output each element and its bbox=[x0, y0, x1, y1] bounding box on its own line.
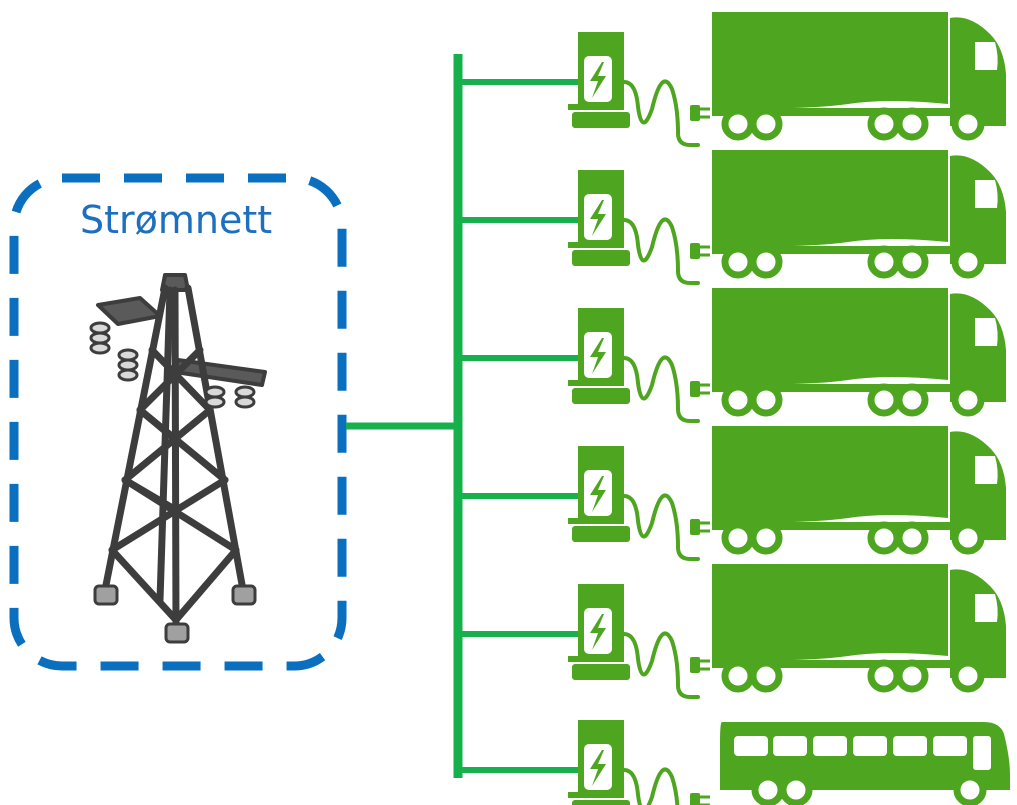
wheel bbox=[951, 659, 985, 693]
wheel bbox=[749, 383, 783, 417]
wheel bbox=[953, 773, 987, 805]
charging-row bbox=[458, 150, 1006, 285]
wheel bbox=[951, 107, 985, 141]
wheel bbox=[895, 659, 929, 693]
grid-boundary bbox=[9, 173, 347, 671]
charging-station-icon bbox=[568, 584, 710, 699]
electric-truck-icon bbox=[712, 564, 1006, 693]
charging-row bbox=[458, 426, 1006, 561]
charging-row bbox=[458, 12, 1006, 147]
wheel bbox=[867, 245, 901, 279]
wheel bbox=[895, 521, 929, 555]
wheel bbox=[749, 245, 783, 279]
wheel bbox=[951, 245, 985, 279]
charging-station-icon bbox=[568, 32, 710, 147]
wheel bbox=[721, 521, 755, 555]
charging-row bbox=[458, 720, 1010, 805]
charging-row bbox=[458, 564, 1006, 699]
wheel bbox=[951, 521, 985, 555]
wheel bbox=[779, 773, 813, 805]
charging-station-icon bbox=[568, 170, 710, 285]
wheel bbox=[895, 245, 929, 279]
wheel bbox=[867, 107, 901, 141]
wheel bbox=[721, 107, 755, 141]
wheel bbox=[867, 521, 901, 555]
wheel bbox=[749, 107, 783, 141]
wheel bbox=[721, 659, 755, 693]
wheel bbox=[867, 383, 901, 417]
transmission-tower-icon bbox=[89, 273, 267, 644]
wheel bbox=[895, 107, 929, 141]
electric-truck-icon bbox=[712, 150, 1006, 279]
wheel bbox=[895, 383, 929, 417]
charging-row bbox=[458, 288, 1006, 423]
wheel bbox=[749, 521, 783, 555]
charging-station-icon bbox=[568, 446, 710, 561]
electric-bus-icon bbox=[720, 722, 1010, 805]
wheel bbox=[867, 659, 901, 693]
charging-station-icon bbox=[568, 308, 710, 423]
electric-truck-icon bbox=[712, 12, 1006, 141]
wheel bbox=[749, 659, 783, 693]
wheel bbox=[721, 383, 755, 417]
wheel bbox=[751, 773, 785, 805]
charging-station-icon bbox=[568, 720, 710, 805]
wheel bbox=[721, 245, 755, 279]
wheel bbox=[951, 383, 985, 417]
grid-label: Strømnett bbox=[80, 198, 273, 242]
electric-truck-icon bbox=[712, 426, 1006, 555]
electric-truck-icon bbox=[712, 288, 1006, 417]
